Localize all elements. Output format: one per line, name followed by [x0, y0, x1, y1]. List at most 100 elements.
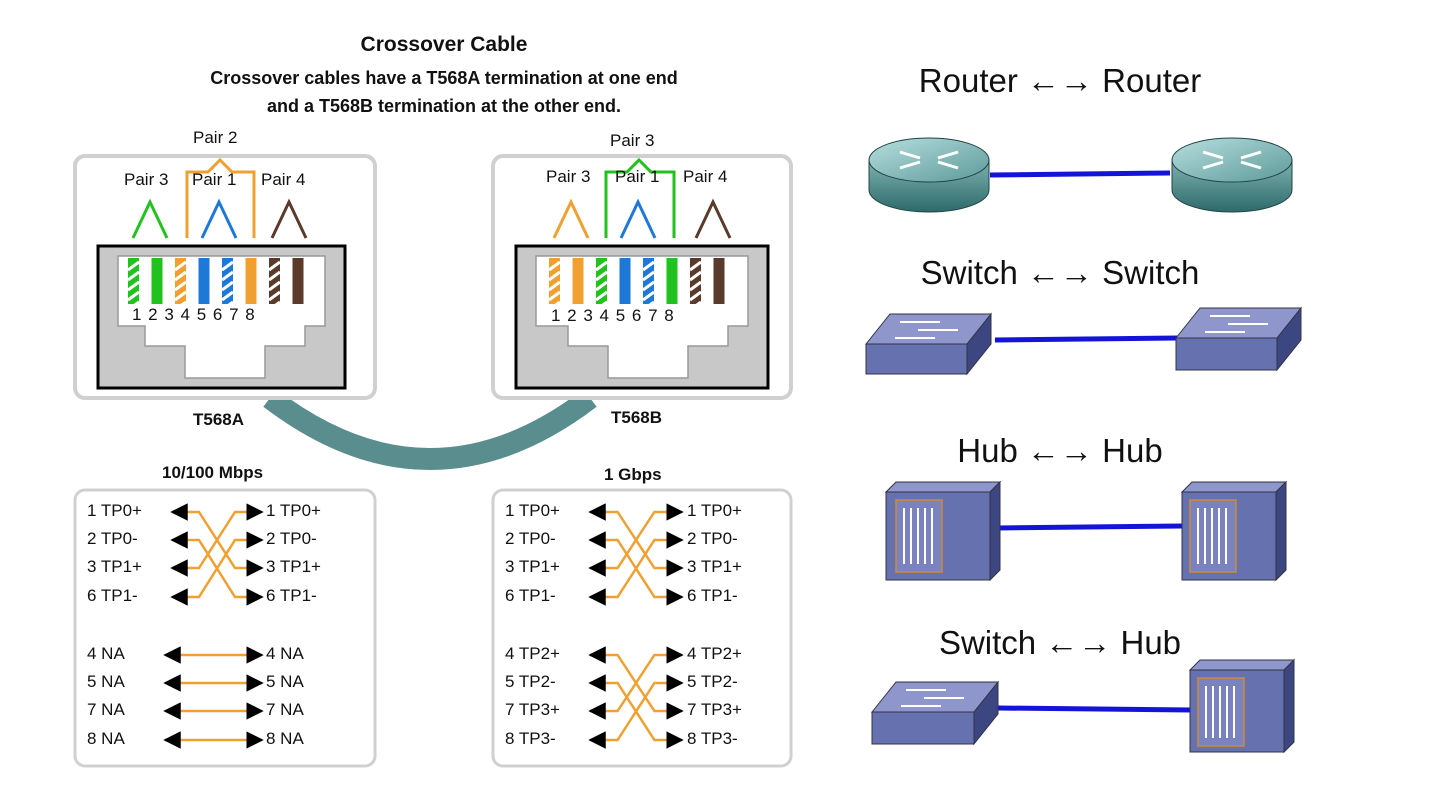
- connector-a-wire-stripe: [127, 300, 140, 312]
- connector-b-wire-stripe: [642, 280, 655, 292]
- diagram-title: Crossover Cable: [360, 33, 528, 56]
- speed-b-cross-arrow: [588, 531, 684, 606]
- connector-b-wire-7: [690, 258, 701, 304]
- connector-b-pair-mid: Pair 1: [615, 167, 660, 186]
- speed-a-left-label: 4 NA: [87, 644, 125, 663]
- speed-a-right-label: 8 NA: [266, 729, 304, 748]
- connector-a-wire-stripe: [174, 280, 187, 292]
- connector-b-wire-stripe: [689, 290, 702, 302]
- connector-b-wire-stripe: [642, 290, 655, 302]
- connector-a-wire-stripe: [127, 280, 140, 292]
- speed-b-right-label: 7 TP3+: [687, 700, 742, 719]
- pair4-arch-a: [270, 198, 308, 239]
- pair2-arch-b: [604, 157, 676, 238]
- speed-b-left-label: 6 TP1-: [505, 586, 556, 605]
- connector-a-pair-left: Pair 3: [124, 170, 169, 189]
- connector-a-wire-stripe: [127, 260, 140, 272]
- connector-b-wire-stripe: [689, 280, 702, 292]
- connector-b-wire-stripe: [642, 260, 655, 272]
- diagram-subtitle-line2: and a T568B termination at the other end…: [266, 96, 622, 116]
- connector-a-wire-3: [175, 258, 186, 304]
- connector-a-wire-stripe: [221, 270, 234, 282]
- speed-a-right-label: 1 TP0+: [266, 501, 321, 520]
- connector-a-wire-stripe: [221, 280, 234, 292]
- speed-a-right-label: 7 NA: [266, 700, 304, 719]
- connector-b-pair-right: Pair 4: [683, 167, 728, 186]
- connector-a-pair-mid: Pair 1: [192, 170, 237, 189]
- connector-a-wire-stripe: [268, 260, 281, 272]
- connector-a-wire-4: [198, 258, 210, 304]
- speed-b-box: [491, 488, 793, 768]
- speed-b-left-label: 2 TP0-: [505, 529, 556, 548]
- connector-b-wire-6: [666, 258, 678, 304]
- connector-a-wire-8: [292, 258, 304, 304]
- connector-a-wire-2: [151, 258, 163, 304]
- switch-icon-left: [864, 312, 993, 376]
- connector-b-wire-stripe: [689, 260, 702, 272]
- speed-b-right-label: 6 TP1-: [687, 586, 738, 605]
- connector-b-pin-numbers: 1 2 3 4 5 6 7 8: [551, 306, 675, 325]
- connector-b-wire-stripe: [595, 290, 608, 302]
- speed-a-cross-arrow: [170, 531, 264, 606]
- speed-b-left-label: 7 TP3+: [505, 700, 560, 719]
- speed-b-mapping: [588, 503, 684, 749]
- speed-b-right-label: 2 TP0-: [687, 529, 738, 548]
- connector-b-wires: [548, 258, 725, 312]
- router-icon-right: [1171, 137, 1293, 213]
- switch-icon-bottom: [870, 680, 1000, 746]
- hub-icon-left: [884, 480, 1002, 582]
- speed-b-title: 1 Gbps: [604, 465, 662, 484]
- connector-a-wire-stripe: [174, 300, 187, 312]
- speed-b-right-label: 8 TP3-: [687, 729, 738, 748]
- switch-link-line: [994, 335, 1179, 343]
- pair4-arch-b: [694, 198, 732, 239]
- speed-a-left-label: 5 NA: [87, 672, 125, 691]
- speed-b-right-label: 1 TP0+: [687, 501, 742, 520]
- connector-a-wire-stripe: [127, 290, 140, 302]
- router-link-line: [989, 170, 1171, 178]
- pair1-arch-b: [619, 198, 657, 239]
- switch-hub-link-line: [997, 705, 1193, 713]
- connector-a-wire-stripe: [221, 260, 234, 272]
- connector-a-pin-numbers: 1 2 3 4 5 6 7 8: [132, 305, 256, 324]
- switch-icon-right: [1174, 306, 1303, 372]
- connector-b-wire-stripe: [595, 300, 608, 312]
- speed-b-right-label: 4 TP2+: [687, 644, 742, 663]
- speed-a-left-label: 2 TP0-: [87, 529, 138, 548]
- pair2-arch-a: [185, 157, 256, 238]
- cable-arc: [263, 389, 597, 470]
- speed-b-left-label: 3 TP1+: [505, 557, 560, 576]
- speed-a-left-label: 8 NA: [87, 729, 125, 748]
- connector-a-wire-stripe: [268, 270, 281, 282]
- pair3-arch-b: [552, 198, 590, 239]
- connector-b-wire-stripe: [642, 300, 655, 312]
- connector-a-wire-stripe: [221, 290, 234, 302]
- connector-a-wire-5: [222, 258, 233, 304]
- connector-a-wire-stripe: [127, 270, 140, 282]
- connector-b-wire-2: [572, 258, 584, 304]
- connector-b-wire-5: [643, 258, 654, 304]
- connector-b-wire-stripe: [548, 280, 561, 292]
- router-icon-left: [868, 137, 990, 213]
- connector-a-top-pair: Pair 2: [193, 128, 238, 147]
- connector-a-wire-stripe: [268, 300, 281, 312]
- connector-b-pair-left: Pair 3: [546, 167, 591, 186]
- speed-a-left-label: 6 TP1-: [87, 586, 138, 605]
- connector-a-wire-stripe: [221, 300, 234, 312]
- speed-a-left-label: 7 NA: [87, 700, 125, 719]
- connector-a-wire-6: [245, 258, 257, 304]
- connector-b-wire-stripe: [548, 300, 561, 312]
- connector-b-top-pair: Pair 3: [610, 131, 655, 150]
- speed-a-right-label: 5 NA: [266, 672, 304, 691]
- speed-a-right-label: 3 TP1+: [266, 557, 321, 576]
- speed-a-mapping: [163, 503, 264, 749]
- pair3-arch-a: [131, 198, 169, 239]
- router-router-label: Router ←→ Router: [918, 62, 1202, 99]
- speed-a-box: [73, 488, 377, 768]
- hub-link-line: [995, 523, 1185, 531]
- hub-icon-bottom: [1188, 658, 1296, 754]
- connector-b-wire-stripe: [595, 280, 608, 292]
- speed-a-left-label: 3 TP1+: [87, 557, 142, 576]
- connector-b-wire-stripe: [689, 300, 702, 312]
